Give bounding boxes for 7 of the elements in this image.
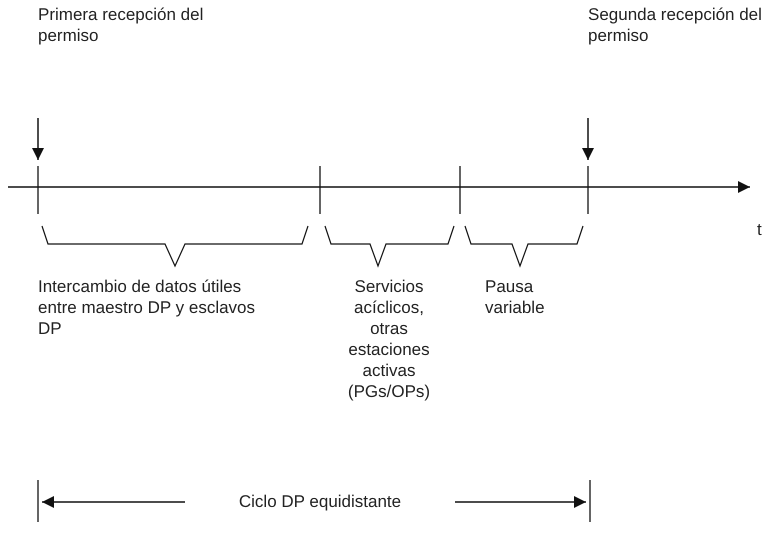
dimension-label: Ciclo DP equidistante: [238, 491, 402, 512]
phase-label: Intercambio de datos útiles entre maestro DP y esclavos DP: [38, 276, 256, 339]
axis-label: t: [757, 219, 762, 240]
phase-label: Servicios acíclicos, otras estaciones activas (PGs/OPs): [346, 276, 432, 402]
annotation-text: Segunda recepción del permiso: [588, 4, 763, 46]
annotation-text: Primera recepción del permiso: [38, 4, 204, 46]
phase-label: Pausa variable: [485, 276, 546, 318]
